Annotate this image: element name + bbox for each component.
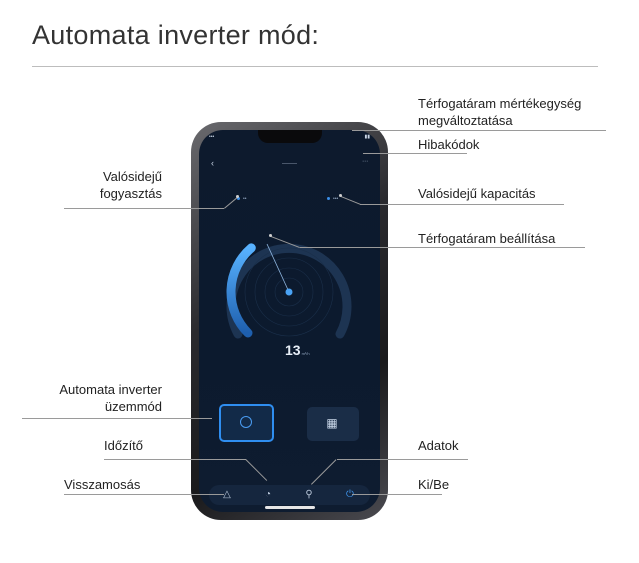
callout-line-backwash [64,494,224,495]
callout-line-data [337,459,468,460]
callout-flow-unit: Térfogatáram mértékegység megváltoztatás… [418,96,582,128]
callout-line-flow-setting [300,247,585,248]
callout-line-power [352,494,442,495]
callout-flow-setting: Térfogatáram beállítása [418,231,556,246]
gauge-center [285,288,293,296]
gauge-fill [226,243,256,338]
callout-backwash: Visszamosás [64,477,141,492]
scan-mode-icon: ▦ [326,416,338,430]
gauge-needle [266,243,290,293]
chevron-left-icon[interactable]: ‹ [211,158,214,168]
callout-dot-flow-setting [269,234,272,237]
auto-inverter-mode-button[interactable] [219,404,274,442]
callout-dot-realtime-capacity [339,194,342,197]
scan-mode-button[interactable]: ▦ [307,407,359,441]
bottom-nav: △ ◔ ⚲ ⏻ [209,485,370,505]
callout-line-timer [104,459,246,460]
callout-line-flow-unit [352,130,606,131]
callout-realtime-capacity: Valósidejű kapacitás [418,186,536,201]
callout-realtime-consumption: Valósidejű fogyasztás [99,169,162,201]
callout-timer: Időzítő [104,438,144,453]
flow-gauge[interactable] [219,220,359,350]
more-icon[interactable]: ⋯ [362,159,368,165]
callout-power: Ki/Be [418,477,450,492]
callout-dot-realtime-consumption [236,195,239,198]
flow-speed-readout: 13m³/h [285,342,310,358]
backwash-icon[interactable]: △ [223,489,231,500]
realtime-capacity-stat: ••• [327,196,338,202]
phone-mockup: ••• ▮▮ ‹ ——— ⋯ •• ••• 13m³/h [191,122,388,520]
status-bar-time: ••• [209,134,215,140]
callout-auto-inverter-mode: Automata inverter üzemmód [59,382,162,414]
phone-notch [258,130,322,143]
auto-mode-icon [240,416,252,428]
power-icon[interactable]: ⏻ [346,489,354,500]
callout-line-auto-inverter-mode [22,418,212,419]
callout-line-realtime-capacity [360,204,564,205]
status-bar-icons: ▮▮ [364,134,370,140]
page-title: Automata inverter mód: [32,20,320,50]
screen-title: ——— [282,161,297,167]
home-indicator [265,506,315,509]
title-divider [32,66,598,67]
timer-icon[interactable]: ◔ [264,489,272,500]
callout-line-error-codes [363,153,467,154]
phone-screen: ••• ▮▮ ‹ ——— ⋯ •• ••• 13m³/h [199,130,380,512]
callout-error-codes: Hibakódok [418,137,480,152]
search-icon[interactable]: ⚲ [305,489,313,500]
realtime-consumption-stat: •• [237,196,247,202]
callout-data: Adatok [418,438,459,453]
callout-line-realtime-consumption [64,208,224,209]
